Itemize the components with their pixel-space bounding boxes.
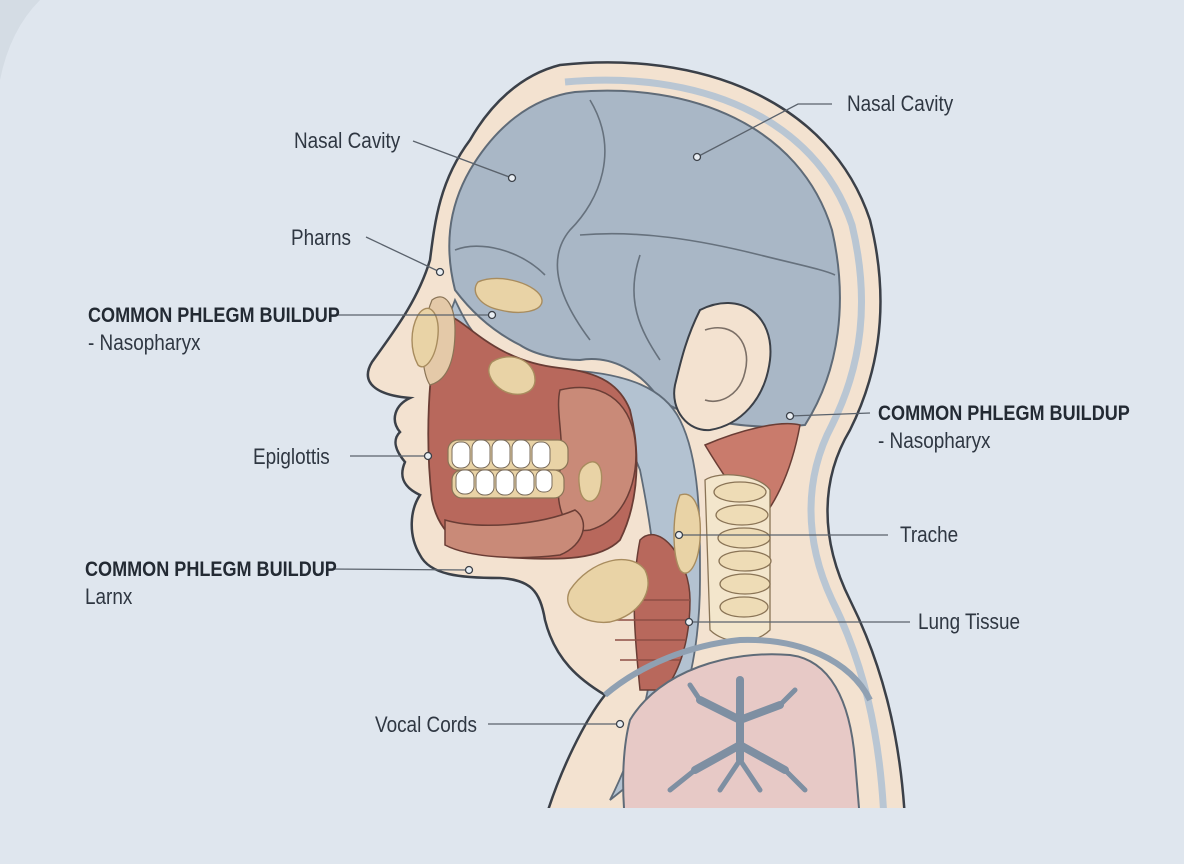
- label-lung-tissue: Lung Tissue: [918, 609, 1021, 634]
- leader-nasal-cavity-left: [412, 140, 513, 179]
- leader-dot: [464, 565, 474, 575]
- buildup-sub: Larnx: [85, 584, 133, 609]
- leader-dot: [487, 310, 497, 320]
- chest-wall: [603, 636, 873, 702]
- spine: [704, 474, 772, 642]
- phlegm-blob: [488, 356, 536, 396]
- label-vocal-cords: Vocal Cords: [375, 712, 478, 737]
- label-epiglottis: Epiglottis: [253, 444, 330, 469]
- leader-dots: [423, 152, 795, 729]
- buildup-heading: COMMON PHLEGM BUILDUP: [88, 304, 340, 327]
- label-buildup-left-2: COMMON PHLEGM BUILDUP Larnx: [85, 556, 337, 610]
- cavity-line: [579, 232, 836, 276]
- leader-nasal-cavity-right: [696, 103, 832, 158]
- leader-dot: [423, 451, 433, 461]
- teeth: [447, 439, 569, 499]
- label-trache: Trache: [900, 522, 959, 547]
- vertebra: [717, 527, 771, 549]
- vertebra: [718, 550, 772, 572]
- tissue-layer: [564, 76, 887, 808]
- leader-pharns: [365, 236, 441, 273]
- ear: [673, 302, 772, 432]
- corner-shadow: [0, 0, 40, 80]
- vertebra: [713, 481, 767, 503]
- ear-inner: [704, 327, 748, 402]
- leader-dot: [785, 411, 795, 421]
- jaw-tissue: [444, 509, 585, 559]
- phlegm-blob: [578, 461, 603, 502]
- vertebra: [715, 504, 769, 526]
- cavity-line: [633, 254, 661, 361]
- trachea-rings: [610, 599, 690, 661]
- label-buildup-right: COMMON PHLEGM BUILDUP - Nasopharyx: [878, 400, 1130, 454]
- phlegm-blob: [411, 307, 439, 368]
- label-pharns: Pharns: [291, 225, 351, 250]
- vertebra: [719, 573, 771, 595]
- phlegm-blob: [567, 558, 649, 624]
- vertebra: [719, 596, 769, 618]
- leader-lines: [327, 103, 910, 725]
- label-nasal-cavity-left: Nasal Cavity: [294, 128, 401, 153]
- leader-buildup-right: [789, 412, 871, 417]
- cavity-line: [454, 245, 546, 276]
- leader-dot: [435, 267, 445, 277]
- buildup-sub: - Nasopharyx: [878, 428, 991, 453]
- label-nasal-cavity-right: Nasal Cavity: [847, 91, 954, 116]
- label-buildup-left-1: COMMON PHLEGM BUILDUP - Nasopharyx: [88, 302, 340, 356]
- buildup-sub: - Nasopharyx: [88, 330, 201, 355]
- phlegm-deposits: [411, 277, 702, 624]
- leader-dot: [692, 152, 702, 162]
- bronchial-tree: [667, 676, 808, 793]
- leader-dot: [674, 530, 684, 540]
- phlegm-blob: [474, 277, 543, 313]
- leader-dot: [507, 173, 517, 183]
- buildup-heading: COMMON PHLEGM BUILDUP: [878, 402, 1130, 425]
- leader-dot: [684, 617, 694, 627]
- phlegm-blob: [673, 493, 702, 574]
- cavity-line: [556, 99, 606, 341]
- leader-buildup-left-2: [327, 568, 470, 571]
- buildup-heading: COMMON PHLEGM BUILDUP: [85, 558, 337, 581]
- leader-dot: [615, 719, 625, 729]
